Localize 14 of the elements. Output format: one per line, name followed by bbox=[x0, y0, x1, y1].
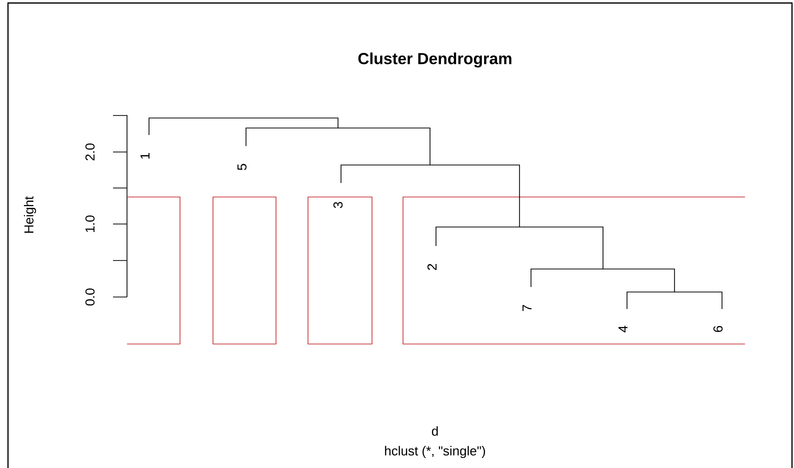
leaf-label: 7 bbox=[522, 305, 532, 311]
tick-label: 1.0 bbox=[85, 215, 95, 232]
axis-title: d bbox=[432, 426, 438, 436]
leaf-label: 1 bbox=[140, 153, 150, 159]
subtitle: hclust (*, "single") bbox=[385, 446, 486, 458]
leaf-label: 4 bbox=[618, 326, 628, 332]
leaf-label: 6 bbox=[713, 326, 723, 332]
chart-title: Cluster Dendrogram bbox=[358, 52, 512, 68]
leaf-label: 3 bbox=[333, 202, 343, 208]
axis-title: Height bbox=[24, 196, 36, 233]
tick-label: 2.0 bbox=[85, 143, 95, 160]
leaf-label: 5 bbox=[237, 164, 247, 170]
leaf-label: 2 bbox=[427, 264, 437, 270]
tick-label: 0.0 bbox=[85, 288, 95, 306]
